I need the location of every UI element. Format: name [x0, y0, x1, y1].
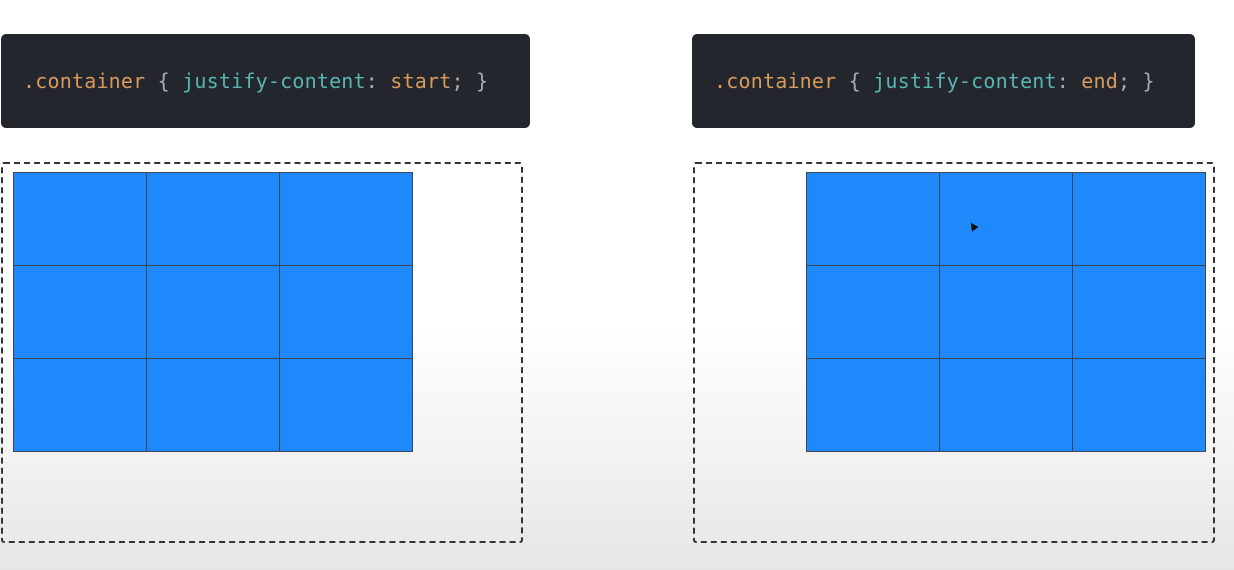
code-snippet-start: .container { justify-content: start; } [1, 34, 530, 128]
grid-container-start [1, 162, 523, 543]
code-snippet-end: .container { justify-content: end; } [692, 34, 1195, 128]
grid-item [13, 265, 147, 359]
grid-item [1072, 358, 1206, 452]
close-brace: } [1142, 69, 1155, 93]
grid-item [279, 358, 413, 452]
grid-item [939, 172, 1073, 266]
grid-item [806, 265, 940, 359]
css-property: justify-content [182, 69, 366, 93]
open-brace: { [848, 69, 861, 93]
grid-item [806, 358, 940, 452]
grid-item [939, 358, 1073, 452]
colon: : [365, 69, 379, 93]
grid-item [13, 172, 147, 266]
css-property: justify-content [873, 69, 1057, 93]
grid-item [279, 265, 413, 359]
grid-item [146, 265, 280, 359]
close-brace: } [476, 69, 489, 93]
grid-item [279, 172, 413, 266]
semicolon: ; [451, 69, 464, 93]
grid-item [806, 172, 940, 266]
css-selector: .container [23, 69, 146, 93]
grid-item [1072, 172, 1206, 266]
css-selector: .container [714, 69, 837, 93]
grid-container-end [693, 162, 1215, 543]
open-brace: { [157, 69, 170, 93]
grid-item [13, 358, 147, 452]
grid-item [1072, 265, 1206, 359]
grid-item [146, 172, 280, 266]
grid-item [146, 358, 280, 452]
css-value: end [1081, 69, 1119, 93]
colon: : [1056, 69, 1070, 93]
grid-item [939, 265, 1073, 359]
semicolon: ; [1118, 69, 1131, 93]
css-value: start [390, 69, 452, 93]
